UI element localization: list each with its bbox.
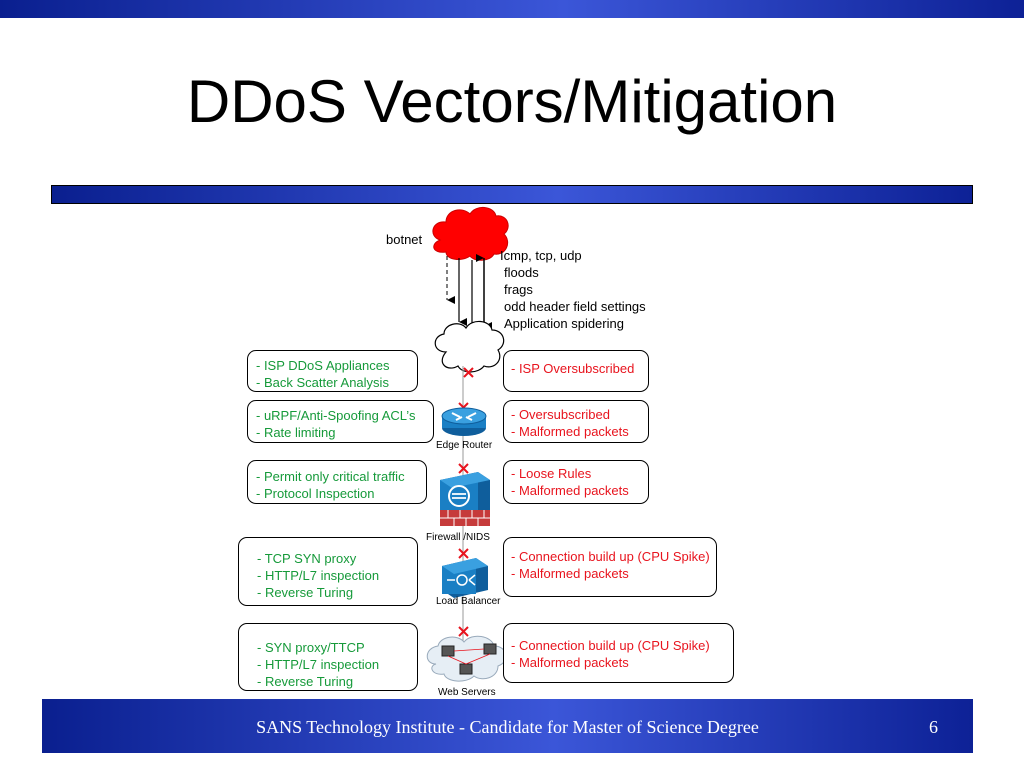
mitigation-item: - HTTP/L7 inspection [257, 568, 380, 583]
mitigation-box-firewall: - Permit only critical traffic - Protoco… [247, 460, 427, 504]
attack-vector: Application spidering [504, 316, 624, 331]
device-label-router: Edge Router [436, 440, 493, 451]
threat-box-web-servers: - Connection build up (CPU Spike) - Malf… [503, 623, 734, 683]
threat-item: - Connection build up (CPU Spike) [511, 638, 710, 653]
block-mark-icon [458, 626, 469, 637]
router-icon [441, 407, 487, 436]
mitigation-item: - Permit only critical traffic [256, 469, 405, 484]
block-mark-icon [463, 367, 474, 378]
threat-box-isp: - ISP Oversubscribed [503, 350, 649, 392]
block-mark-icon [458, 548, 469, 559]
mitigation-item: - TCP SYN proxy [257, 551, 357, 566]
block-marks [458, 367, 474, 637]
threat-box-load-balancer: - Connection build up (CPU Spike) - Malf… [503, 537, 717, 597]
threat-item: - ISP Oversubscribed [511, 361, 635, 376]
threat-item: - Malformed packets [511, 424, 629, 439]
threat-item: - Malformed packets [511, 566, 629, 581]
mitigation-box-isp: - ISP DDoS Appliances - Back Scatter Ana… [247, 350, 418, 392]
mitigation-box-router: - uRPF/Anti-Spoofing ACL’s - Rate limiti… [247, 400, 434, 443]
load-balancer-icon [442, 558, 488, 598]
firewall-icon [440, 472, 490, 526]
mitigation-item: - Reverse Turing [257, 674, 354, 689]
attack-vectors-list: Icmp, tcp, udp floods frags odd header f… [500, 247, 646, 332]
block-mark-icon [458, 463, 469, 474]
threat-item: - Malformed packets [511, 483, 629, 498]
mitigation-item: - Reverse Turing [257, 585, 354, 600]
mitigation-item: - ISP DDoS Appliances [256, 358, 390, 373]
attack-vector: odd header field settings [504, 299, 646, 314]
mitigation-item: - Protocol Inspection [256, 486, 375, 501]
mitigation-box-web-servers: - SYN proxy/TTCP - HTTP/L7 inspection - … [238, 623, 418, 691]
threat-item: - Oversubscribed [511, 407, 610, 422]
mitigation-item: - SYN proxy/TTCP [257, 640, 365, 655]
threat-item: - Connection build up (CPU Spike) [511, 549, 710, 564]
device-label-firewall: Firewall /NIDS [426, 532, 490, 543]
device-label-load-balancer: Load Balancer [436, 596, 501, 607]
isp-cloud-icon [434, 320, 505, 373]
page-number: 6 [929, 717, 938, 737]
threat-item: - Loose Rules [511, 466, 592, 481]
mitigation-item: - HTTP/L7 inspection [257, 657, 380, 672]
mitigation-item: - uRPF/Anti-Spoofing ACL’s [256, 408, 416, 423]
footer-bar: SANS Technology Institute - Candidate fo… [42, 699, 973, 753]
threat-item: - Malformed packets [511, 655, 629, 670]
attack-arrows [446, 254, 492, 330]
mitigation-item: - Rate limiting [256, 425, 336, 440]
diagram-canvas [426, 207, 509, 682]
footer-text: SANS Technology Institute - Candidate fo… [256, 717, 759, 737]
top-banner [0, 0, 1024, 18]
slide-title: DDoS Vectors/Mitigation [186, 68, 838, 135]
botnet-label: botnet [386, 232, 423, 247]
mitigation-item: - Back Scatter Analysis [256, 375, 389, 390]
attack-vector: Icmp, tcp, udp [500, 248, 582, 263]
mitigation-box-load-balancer: - TCP SYN proxy - HTTP/L7 inspection - R… [238, 537, 418, 606]
threat-box-firewall: - Loose Rules - Malformed packets [503, 460, 649, 504]
threat-box-router: - Oversubscribed - Malformed packets [503, 400, 649, 443]
botnet-cloud-icon [432, 207, 509, 261]
attack-vector: frags [504, 282, 533, 297]
title-rule [51, 185, 973, 204]
device-label-web-servers: Web Servers [438, 687, 496, 698]
attack-vector: floods [504, 265, 539, 280]
